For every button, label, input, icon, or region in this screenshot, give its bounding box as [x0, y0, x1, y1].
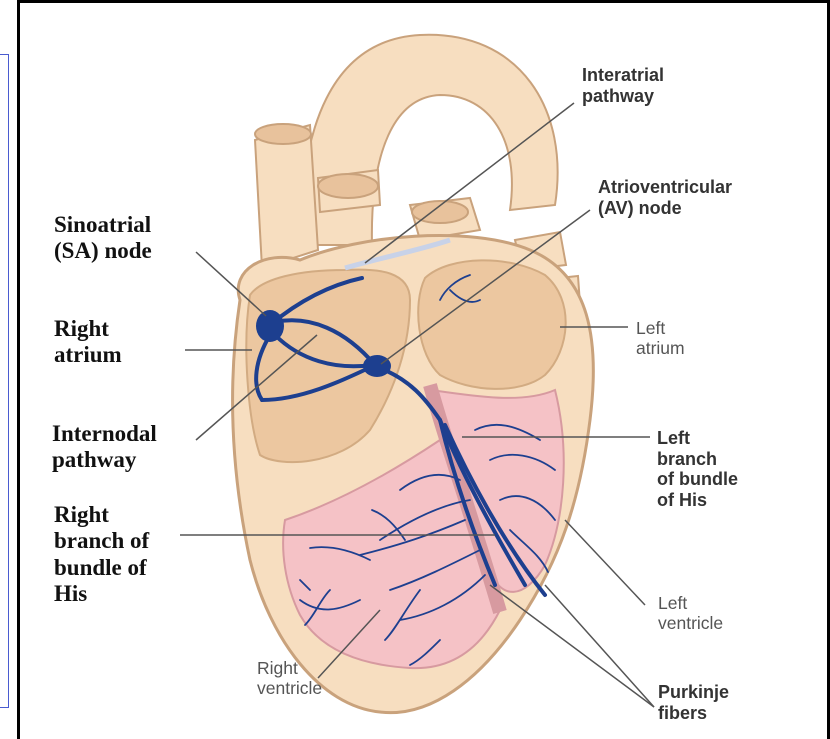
label-line: Left	[657, 428, 738, 449]
label-line: bundle of	[54, 555, 149, 581]
pulmonary-opening-left	[318, 174, 378, 198]
label-line: Internodal	[52, 421, 157, 447]
label-line: Interatrial	[582, 65, 664, 86]
right-ventricle-label: Right ventricle	[257, 658, 322, 698]
label-line: of His	[657, 490, 738, 511]
left-atrium-label: Left atrium	[636, 318, 685, 358]
internodal-pathway-label: Internodal pathway	[52, 421, 157, 474]
av-node	[363, 355, 391, 377]
superior-vena-cava	[255, 125, 318, 268]
label-line: branch of	[54, 528, 149, 554]
left-branch-label: Left branch of bundle of His	[657, 428, 738, 511]
label-line: Left	[636, 318, 685, 338]
label-line: pathway	[582, 86, 664, 107]
label-line: Left	[658, 593, 723, 613]
label-line: branch	[657, 449, 738, 470]
right-atrium-label: Right atrium	[54, 316, 122, 369]
label-line: (AV) node	[598, 198, 732, 219]
left-ventricle-label: Left ventricle	[658, 593, 723, 633]
label-line: Right	[54, 502, 149, 528]
label-line: of bundle	[657, 469, 738, 490]
label-line: ventricle	[257, 678, 322, 698]
sa-node-label: Sinoatrial (SA) node	[54, 212, 152, 265]
av-node-label: Atrioventricular (AV) node	[598, 177, 732, 218]
interatrial-pathway-label: Interatrial pathway	[582, 65, 664, 106]
sa-node	[256, 310, 284, 342]
label-line: Sinoatrial	[54, 212, 152, 238]
right-branch-label: Right branch of bundle of His	[54, 502, 149, 608]
label-line: Atrioventricular	[598, 177, 732, 198]
label-line: atrium	[636, 338, 685, 358]
left-atrium-chamber	[418, 260, 565, 389]
label-line: Right	[54, 316, 122, 342]
purkinje-fibers-label: Purkinje fibers	[658, 682, 729, 723]
vena-cava-opening	[255, 124, 311, 144]
label-line: (SA) node	[54, 238, 152, 264]
label-line: His	[54, 581, 149, 607]
label-line: pathway	[52, 447, 157, 473]
label-line: Right	[257, 658, 322, 678]
label-line: fibers	[658, 703, 729, 724]
label-line: Purkinje	[658, 682, 729, 703]
label-line: ventricle	[658, 613, 723, 633]
label-line: atrium	[54, 342, 122, 368]
